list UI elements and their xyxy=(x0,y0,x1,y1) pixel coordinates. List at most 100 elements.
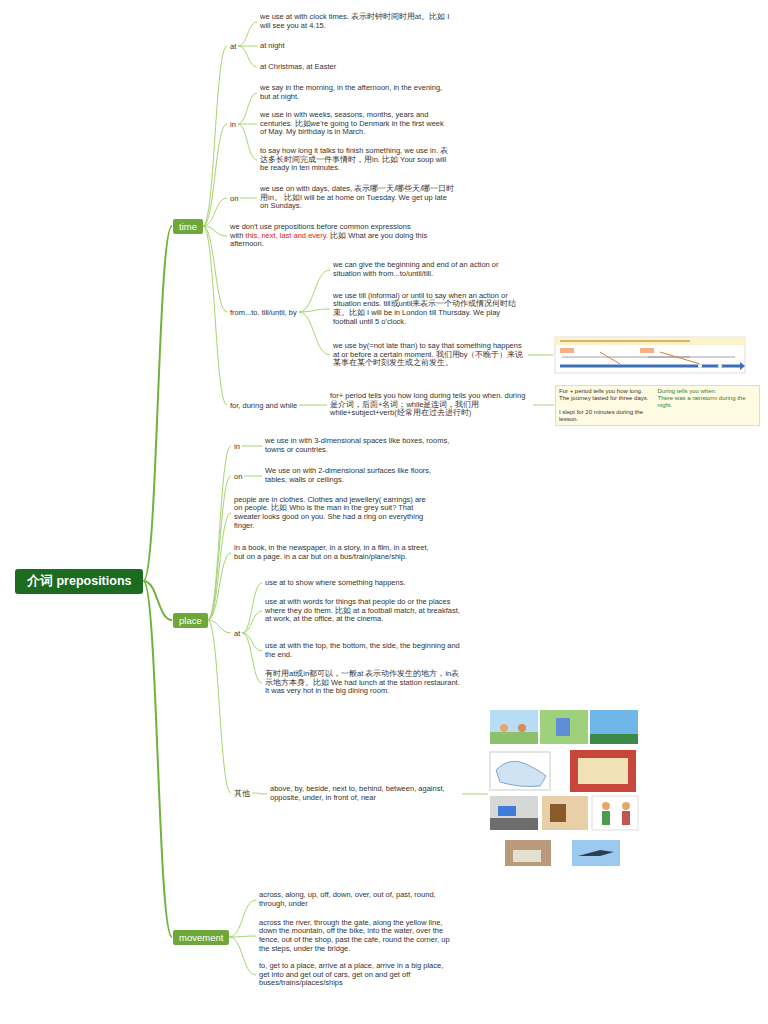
topic-text: we say in the morning, in the afternoon,… xyxy=(260,83,442,101)
topic-text: we use on with days, dates, 表示哪一天/哪些天/哪一… xyxy=(260,184,454,210)
topic-text: For + period tells you how long. xyxy=(559,388,658,395)
topic-text: we use in with weeks, seasons, months, y… xyxy=(260,110,444,136)
picture xyxy=(505,840,551,866)
branch-line xyxy=(238,22,257,46)
topic-text: During tells you when. xyxy=(658,388,757,395)
topic-text: for, during and while xyxy=(230,401,297,410)
branch-line xyxy=(533,405,554,406)
tag-mark xyxy=(640,348,654,353)
note-topic: to, get to a place, arrive at a place, a… xyxy=(257,961,452,989)
note-topic: we use in with 3-dimensional spaces like… xyxy=(263,436,453,455)
figure xyxy=(622,802,630,810)
topic-text: we use in with 3-dimensional spaces like… xyxy=(265,436,449,454)
picture xyxy=(570,750,636,792)
timeline-dot xyxy=(698,364,702,368)
picture xyxy=(490,796,538,830)
picture xyxy=(572,840,620,866)
branch-line xyxy=(208,476,231,620)
branch-line xyxy=(229,900,256,937)
figure xyxy=(518,724,526,732)
branch-line xyxy=(203,46,227,226)
topic-text: use at with words for things that people… xyxy=(265,597,460,623)
topic-text: to, get to a place, arrive at a place, a… xyxy=(259,961,443,987)
branch-line xyxy=(203,198,227,226)
timeline-dot xyxy=(718,364,722,368)
note-topic: we use in with weeks, seasons, months, y… xyxy=(258,110,453,138)
note-topic: we use at with clock times. 表示时钟时间时用at。比… xyxy=(258,12,458,31)
topic-text: place xyxy=(179,615,202,626)
note-topic: across, along, up, off, down, over, out … xyxy=(257,890,447,909)
keyword-topic: at xyxy=(228,41,238,52)
branch-line xyxy=(242,633,262,683)
topic-text: There was a rainstorm during the night. xyxy=(658,395,757,409)
branch-line xyxy=(203,226,227,312)
topic-text: this, next, last and every. xyxy=(246,231,328,240)
branch-line xyxy=(242,611,262,633)
branch-line xyxy=(238,93,257,124)
note-topic: use at to show where something happens. xyxy=(263,578,463,589)
picture xyxy=(540,710,588,744)
timeline-thumbnail xyxy=(528,337,745,373)
figure xyxy=(602,802,610,810)
tag-mark xyxy=(560,348,574,353)
topic-text: movement xyxy=(179,932,223,943)
leader-line xyxy=(462,794,488,795)
topic-text: we use till (informal) or until to say w… xyxy=(333,291,516,326)
branch-line xyxy=(208,553,231,620)
topic-text: 介词 prepositions xyxy=(27,574,131,588)
topic-text: we use at with clock times. 表示时钟时间时用at。比… xyxy=(260,12,449,30)
branch-line xyxy=(242,633,262,651)
figure xyxy=(556,718,570,736)
picture-ground xyxy=(590,734,638,744)
picture-grass xyxy=(490,732,538,744)
topic-text: across, along, up, off, down, over, out … xyxy=(259,890,436,908)
topic-text: across the river, through the gate, alon… xyxy=(259,918,450,953)
picture-window xyxy=(578,758,628,784)
pointer xyxy=(660,352,700,364)
picture-car xyxy=(498,806,516,816)
picture-shelf xyxy=(550,804,566,822)
note-topic: we use on with days, dates, 表示哪一天/哪些天/哪一… xyxy=(258,184,458,212)
branch-line xyxy=(299,309,330,312)
keyword-topic: from...to. till/until, by xyxy=(228,307,299,318)
topic-text: use at to show where something happens. xyxy=(265,578,406,587)
note-topic: 有时用at或in都可以，一般at 表示动作发生的地方，in表示地方本身。比如 W… xyxy=(263,669,463,697)
thumbnail-frame xyxy=(555,337,745,373)
topic-text: above, by, beside, next to, behind, betw… xyxy=(270,784,445,802)
topic-text: at night xyxy=(260,41,285,50)
branch-line xyxy=(238,124,257,125)
picture xyxy=(592,796,638,830)
topic-text: on xyxy=(234,472,242,481)
branch-line xyxy=(240,198,257,199)
sample-line xyxy=(648,357,735,358)
branch-line xyxy=(208,513,231,620)
topic-text: from...to. till/until, by xyxy=(230,308,297,317)
topic-text: use at with the top, the bottom, the sid… xyxy=(265,641,460,659)
thumbnail-band xyxy=(555,337,745,345)
topic-text: on xyxy=(230,194,238,203)
topic-text: for+ period tells you how long during te… xyxy=(330,391,525,417)
note-topic: we can give the beginning and end of an … xyxy=(331,260,523,279)
keyword-topic: for, during and while xyxy=(228,400,299,411)
branch-line xyxy=(299,405,327,406)
note-topic: for+ period tells you how long during te… xyxy=(328,391,533,419)
figure xyxy=(500,724,508,732)
topic-text: I slept for 20 minutes during the lesson… xyxy=(559,409,658,423)
note-topic: we say in the morning, in the afternoon,… xyxy=(258,83,453,102)
picture xyxy=(542,796,588,830)
topic-text: we use by(=not late than) to say that so… xyxy=(333,341,523,367)
note-topic: we don't use prepositions before common … xyxy=(228,222,433,250)
note-topic: people are in clothes. Clothes and jewel… xyxy=(232,495,432,531)
branch-topic: movement xyxy=(173,930,229,945)
topic-text: people are in clothes. Clothes and jewel… xyxy=(234,495,426,530)
note-topic: we use by(=not late than) to say that so… xyxy=(331,341,526,369)
note-topic: we use till (informal) or until to say w… xyxy=(331,291,523,327)
branch-line xyxy=(242,583,262,633)
text-line-mark xyxy=(560,340,690,342)
note-topic: above, by, beside, next to, behind, betw… xyxy=(268,784,458,803)
keyword-topic: in xyxy=(228,119,238,130)
branch-line xyxy=(208,620,231,793)
root-topic: 介词 prepositions xyxy=(15,569,143,594)
